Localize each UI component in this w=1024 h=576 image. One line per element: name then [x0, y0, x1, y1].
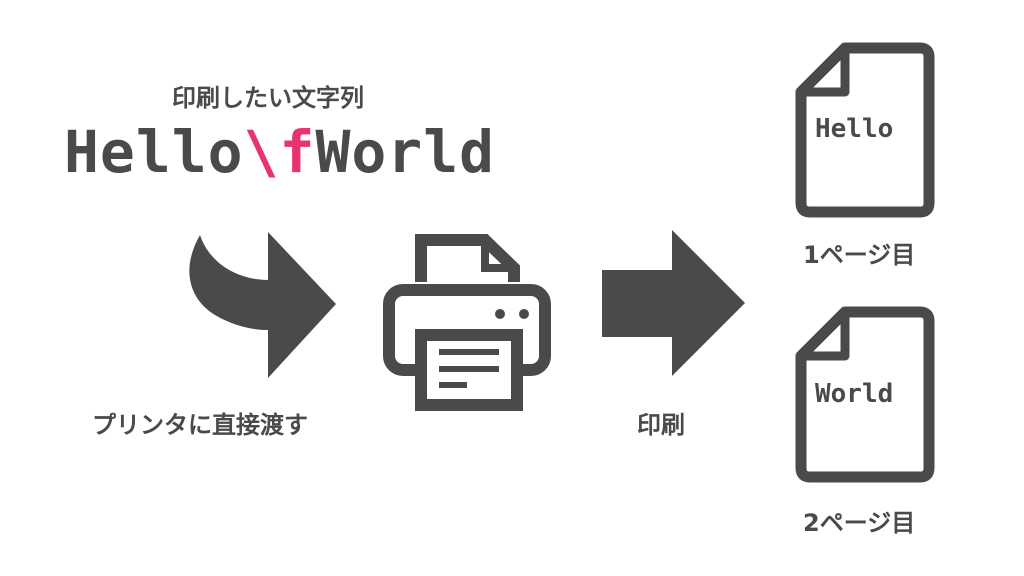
- page-1-label: 1ページ目: [803, 241, 916, 269]
- page-1-document-icon: [795, 42, 935, 218]
- printer-button-icon: [519, 309, 529, 319]
- code-text-after: World: [315, 118, 496, 186]
- code-text-before: Hello: [64, 118, 244, 186]
- source-string: Hello\fWorld: [64, 118, 495, 186]
- printer-icon: [383, 234, 551, 411]
- print-label: 印刷: [637, 411, 685, 439]
- source-string-heading: 印刷したい文字列: [172, 84, 364, 112]
- formfeed-escape: \f: [243, 118, 316, 186]
- page-1-content: Hello: [815, 114, 894, 144]
- curved-arrow-icon: [189, 232, 336, 378]
- printer-button-icon: [495, 309, 505, 319]
- page-2-document-icon: [795, 306, 935, 483]
- paper-line: [439, 349, 499, 355]
- right-arrow-icon: [602, 230, 745, 376]
- page-2-content: World: [815, 379, 894, 409]
- paper-line: [439, 366, 499, 372]
- paper-line: [439, 382, 467, 388]
- page-2-label: 2ページ目: [803, 509, 916, 537]
- send-to-printer-label: プリンタに直接渡す: [92, 411, 308, 439]
